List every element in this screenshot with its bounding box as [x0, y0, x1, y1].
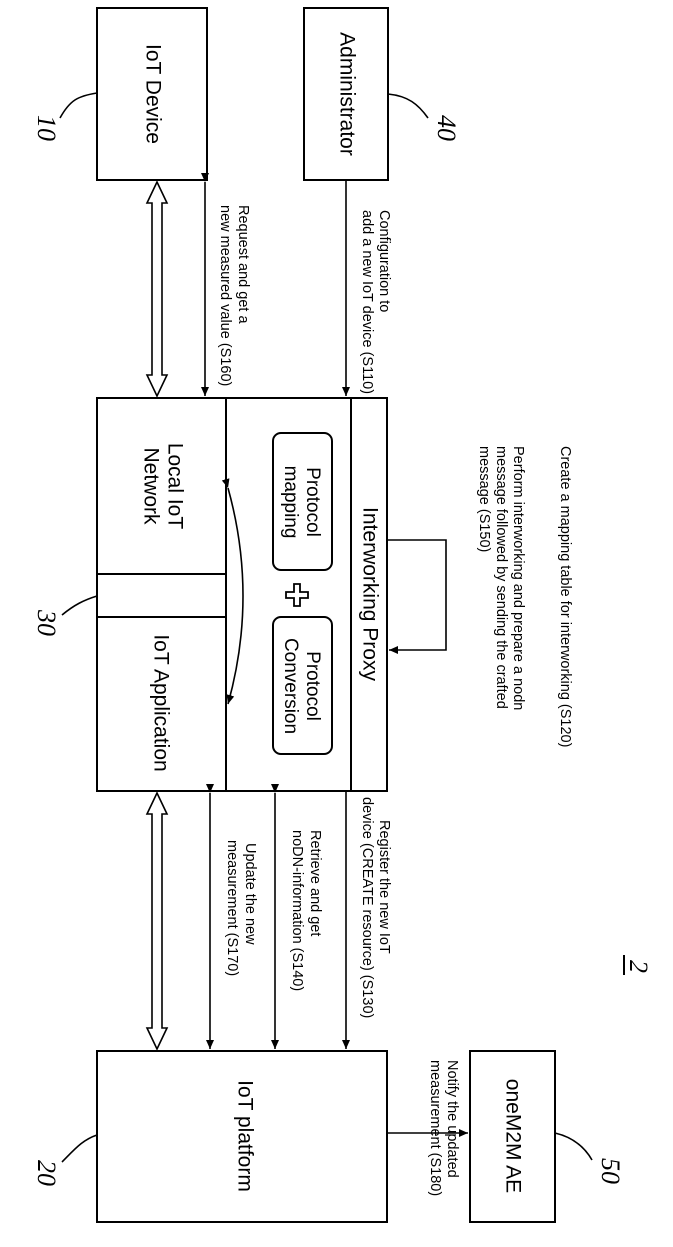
interworking-proxy-label: Interworking Proxy: [358, 507, 381, 681]
protocol-conversion-label-1: Protocol: [302, 651, 323, 721]
iot-platform-box: [96, 1050, 388, 1223]
ref-10-leader: [59, 92, 98, 119]
protocol-mapping-label-2: mapping: [280, 466, 301, 539]
s140-label-1: Retrieve and get: [307, 830, 323, 936]
local-iot-network-label-1: Local IoT: [163, 443, 186, 530]
iot-device-box: [96, 7, 208, 181]
plus-icon: [285, 583, 309, 607]
s150-label-2: message followed by sending the crafted: [493, 446, 509, 709]
iot-application-label: IoT Application: [149, 634, 172, 771]
s110-label-2: add a new IoT device (S110): [359, 210, 375, 394]
ref-30: 30: [32, 609, 61, 636]
s120-label: Create a mapping table for interworking …: [557, 446, 573, 747]
s150-label-3: message (S150): [476, 446, 492, 552]
s110-label-1: Configuration to: [376, 210, 392, 312]
ref-30-leader: [61, 595, 98, 616]
ref-10: 10: [32, 115, 61, 141]
iot-device-label: IoT Device: [141, 44, 164, 144]
ref-20: 20: [32, 1160, 61, 1186]
s160-label-1: Request and get a: [235, 205, 251, 324]
protocol-conversion-box: [272, 616, 333, 755]
s150-loop-arrow: [387, 539, 447, 654]
s170-label-2: measurement (S170): [224, 840, 240, 976]
protocol-mapping-box: [272, 432, 333, 571]
local-iot-network-label-2: Network: [139, 447, 162, 525]
iot-platform-label: IoT platform: [233, 1080, 256, 1192]
protocol-mapping-label-1: Protocol: [302, 467, 323, 537]
hollow-double-arrow-bottom: [145, 791, 169, 1051]
onem2m-ae-box: [469, 1050, 556, 1223]
s130-label-1: Register the new IoT: [376, 820, 392, 954]
curved-double-arrow: [221, 478, 244, 705]
hollow-double-arrow-top: [145, 180, 169, 398]
s160-label-2: new measured value (S160): [217, 205, 233, 386]
s130-label-2: device (CREATE resource) (S130): [359, 797, 375, 1018]
ref-50-leader: [554, 1132, 593, 1161]
ref-40-leader: [387, 93, 429, 119]
s140-label-2: noDN-information (S140): [289, 830, 305, 991]
s150-label-1: Perform interworking and prepare a nodn: [510, 446, 526, 710]
s170-label-1: Update the new: [242, 843, 258, 945]
ref-40: 40: [432, 115, 461, 141]
ref-50: 50: [596, 1158, 625, 1184]
gateway-box: [96, 397, 388, 792]
s180-label-1: Notify the updated: [444, 1060, 460, 1178]
figure-number: 2: [624, 960, 653, 973]
ref-20-leader: [61, 1134, 98, 1163]
administrator-label: Administrator: [335, 32, 358, 156]
onem2m-ae-label: oneM2M AE: [501, 1079, 524, 1193]
protocol-conversion-label-2: Conversion: [280, 638, 301, 734]
s180-label-2: measurement (S180): [427, 1060, 443, 1196]
